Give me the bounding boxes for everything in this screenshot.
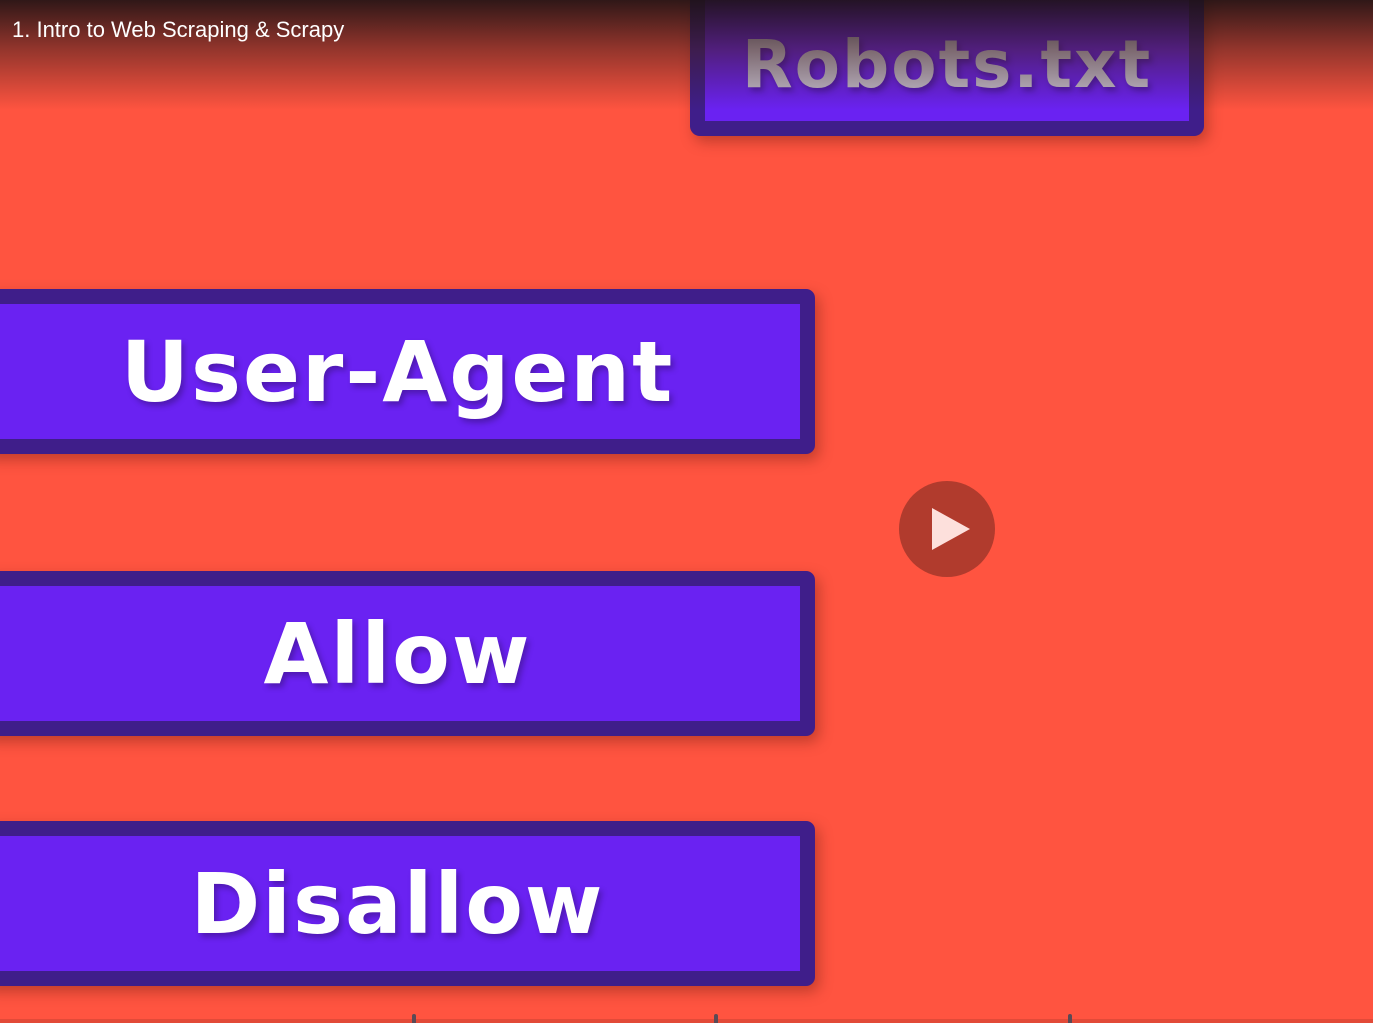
slide-box-allow: Allow (0, 571, 815, 736)
chapter-marker[interactable] (1068, 1014, 1072, 1023)
video-title: 1. Intro to Web Scraping & Scrapy (12, 17, 345, 42)
slide-title-text: Robots.txt (741, 25, 1153, 103)
slide-box-label: User-Agent (120, 322, 675, 421)
chapter-marker[interactable] (714, 1014, 718, 1023)
seek-bar[interactable] (0, 1019, 1373, 1023)
play-button[interactable] (899, 481, 995, 577)
slide-box-user-agent: User-Agent (0, 289, 815, 454)
play-icon (932, 508, 970, 550)
slide-title-box: Robots.txt (690, 0, 1204, 136)
chapter-marker[interactable] (412, 1014, 416, 1023)
slide-box-label: Disallow (190, 854, 605, 953)
slide-box-disallow: Disallow (0, 821, 815, 986)
slide-box-label: Allow (263, 604, 532, 703)
